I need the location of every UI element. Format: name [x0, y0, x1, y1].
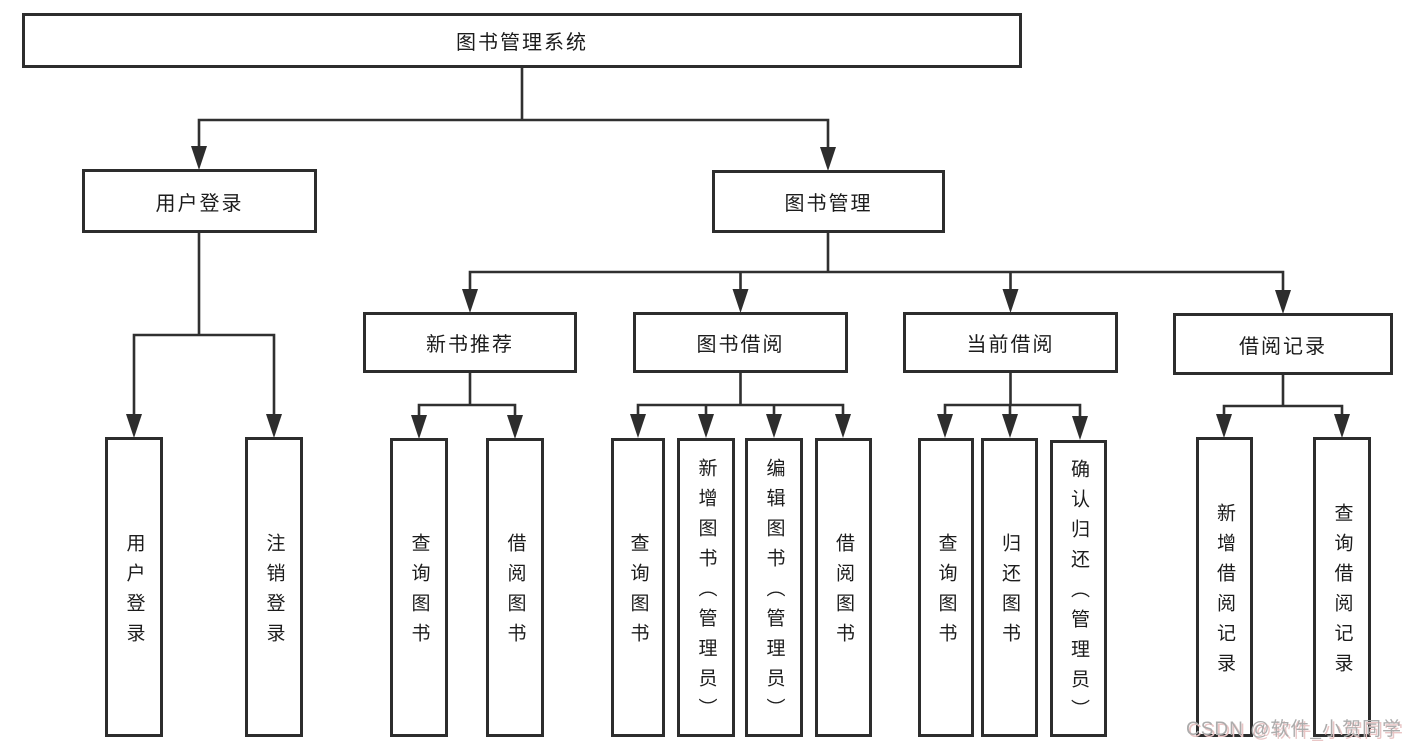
arrow-down-icon — [462, 289, 478, 313]
csdn-watermark: CSDN @软件_小贺同学 — [1186, 719, 1402, 740]
node-leaf-query-books-1: 查询图书 — [390, 438, 448, 737]
node-label: 图书借阅 — [696, 334, 785, 356]
node-leaf-logout: 注销登录 — [245, 437, 303, 737]
node-label: 图书管理系统 — [456, 32, 588, 54]
arrow-down-icon — [507, 415, 523, 439]
node-label: 查询图书 — [627, 533, 649, 653]
connector-userlogin-to-children — [132, 233, 276, 415]
node-leaf-user-login: 用户登录 — [105, 437, 163, 737]
connector-bookmgmt-to-level3 — [468, 233, 1285, 291]
node-label: 新增图书（管理员） — [695, 458, 717, 728]
arrow-down-icon — [1002, 414, 1018, 438]
arrow-down-icon — [191, 146, 207, 170]
node-label: 注销登录 — [263, 532, 285, 653]
node-leaf-query-books-3: 查询图书 — [918, 438, 974, 737]
arrow-down-icon — [266, 414, 282, 438]
node-label: 用户登录 — [123, 532, 145, 653]
node-label: 借阅图书 — [833, 533, 854, 653]
node-label: 查询图书 — [408, 533, 430, 653]
node-leaf-borrow-books-2: 借阅图书 — [815, 438, 872, 737]
arrow-down-icon — [630, 414, 646, 438]
arrow-down-icon — [1216, 414, 1232, 438]
arrow-down-icon — [411, 415, 427, 439]
arrow-down-icon — [698, 414, 714, 438]
node-label: 借阅图书 — [504, 533, 526, 653]
arrow-down-icon — [732, 289, 749, 313]
node-label: 确认归还（管理员） — [1068, 459, 1089, 729]
connector-borrowing-to-children — [636, 373, 845, 415]
connector-root-to-level2 — [197, 68, 830, 148]
node-root-system: 图书管理系统 — [22, 13, 1022, 68]
connector-newbooks-to-children — [417, 373, 517, 416]
node-label: 用户登录 — [155, 192, 244, 215]
arrow-down-icon — [1334, 414, 1350, 438]
node-book-management: 图书管理 — [712, 170, 945, 233]
node-borrow-records: 借阅记录 — [1173, 313, 1393, 375]
arrow-down-icon — [766, 414, 782, 438]
node-label: 查询借阅记录 — [1331, 502, 1353, 683]
node-label: 当前借阅 — [966, 334, 1055, 356]
arrow-down-icon — [937, 414, 953, 438]
node-leaf-confirm-return-admin: 确认归还（管理员） — [1050, 440, 1107, 737]
connector-current-to-children — [943, 373, 1082, 417]
node-label: 编辑图书（管理员） — [763, 458, 785, 728]
node-label: 图书管理 — [784, 193, 873, 215]
node-user-login: 用户登录 — [82, 169, 317, 233]
node-leaf-borrow-books-1: 借阅图书 — [486, 438, 544, 737]
node-label: 新增借阅记录 — [1214, 502, 1235, 683]
node-leaf-query-books-2: 查询图书 — [611, 438, 665, 737]
node-current-borrow: 当前借阅 — [903, 312, 1118, 373]
arrow-down-icon — [1275, 290, 1291, 314]
node-label: 新书推荐 — [426, 334, 514, 356]
node-leaf-query-borrow-record: 查询借阅记录 — [1313, 437, 1371, 737]
node-leaf-edit-books-admin: 编辑图书（管理员） — [745, 438, 803, 737]
arrow-down-icon — [126, 414, 142, 438]
node-new-book-recommend: 新书推荐 — [363, 312, 577, 373]
node-leaf-add-borrow-record: 新增借阅记录 — [1196, 437, 1253, 737]
arrow-down-icon — [835, 414, 851, 438]
node-leaf-return-books: 归还图书 — [981, 438, 1038, 737]
node-label: 归还图书 — [999, 533, 1020, 653]
arrow-down-icon — [1002, 289, 1019, 313]
node-book-borrow: 图书借阅 — [633, 312, 848, 373]
arrow-down-icon — [1072, 416, 1088, 440]
node-label: 查询图书 — [935, 533, 957, 653]
node-leaf-add-books-admin: 新增图书（管理员） — [677, 438, 735, 737]
arrow-down-icon — [820, 147, 836, 171]
connector-records-to-children — [1222, 375, 1344, 415]
node-label: 借阅记录 — [1239, 335, 1327, 358]
